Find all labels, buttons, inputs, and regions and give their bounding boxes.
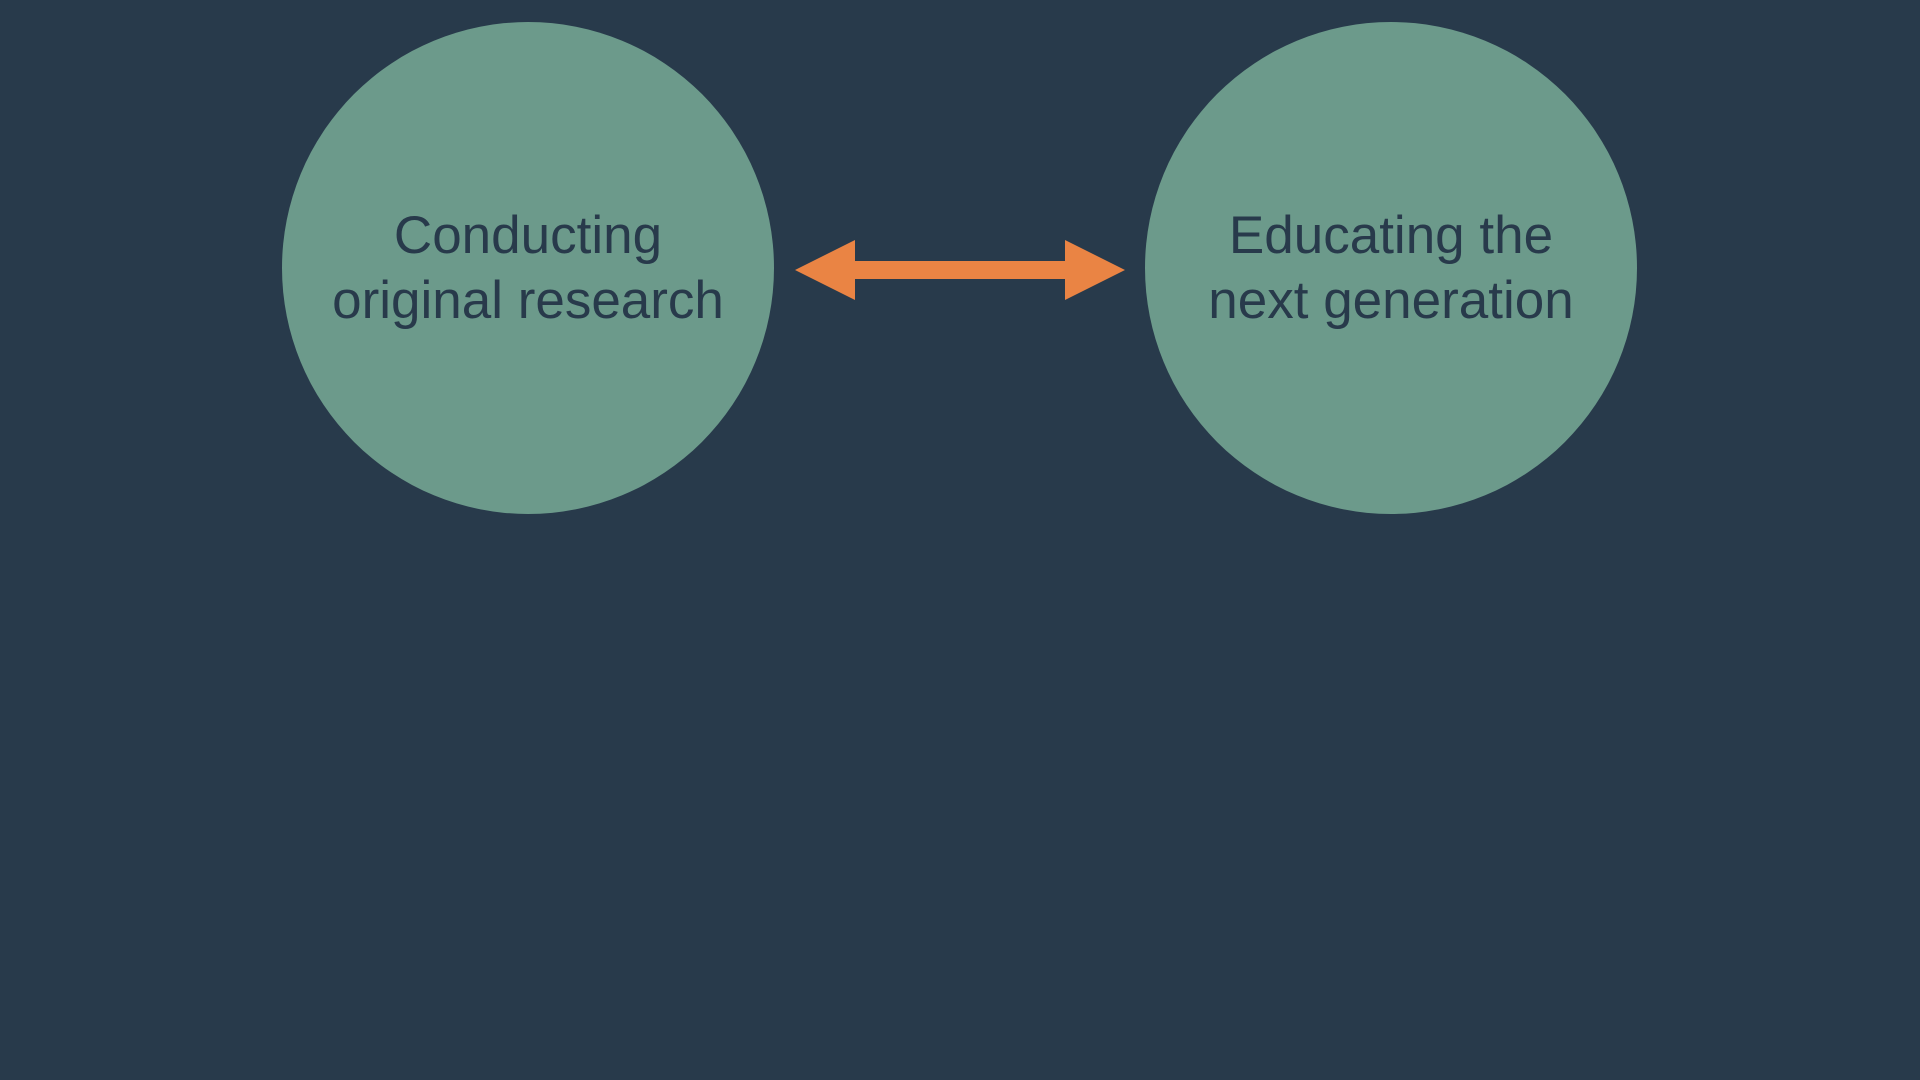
double-headed-arrow-icon (795, 240, 1125, 300)
education-node-label: Educating the next generation (1208, 206, 1574, 330)
education-node: Educating the next generation (1145, 22, 1637, 514)
research-node: Conducting original research (282, 22, 774, 514)
connector-arrow-shape (795, 240, 1125, 300)
research-node-label: Conducting original research (332, 206, 724, 330)
